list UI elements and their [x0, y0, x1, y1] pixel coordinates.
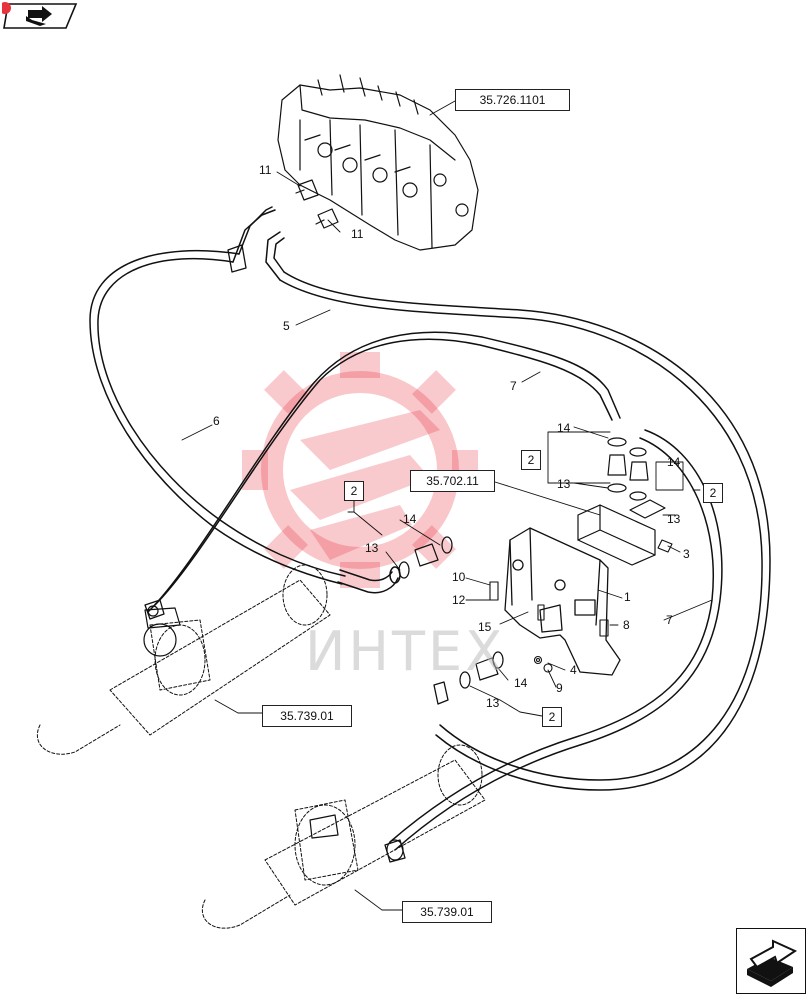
reference-cylinder-upper[interactable]: 35.739.01	[262, 705, 352, 727]
callout-14: 14	[557, 421, 571, 435]
hose-7-upper	[147, 331, 621, 613]
kit-box[interactable]: 2	[344, 481, 364, 501]
leader-lines	[181, 100, 713, 911]
callout-14: 14	[514, 676, 528, 690]
fitting-11-lower	[315, 208, 339, 229]
callout-12: 12	[452, 593, 466, 607]
callout-7: 7	[666, 613, 673, 627]
elbow-hose	[337, 566, 401, 594]
hose-6	[89, 206, 346, 585]
callout-7: 7	[510, 379, 517, 393]
callout-14: 14	[667, 455, 681, 469]
next-page-button[interactable]	[736, 928, 806, 994]
manifold-block	[577, 499, 666, 566]
callout-11: 11	[351, 227, 364, 241]
control-valve	[277, 74, 479, 251]
cylinder-upper-solid	[143, 605, 181, 657]
reference-valve[interactable]: 35.726.1101	[455, 89, 570, 111]
forward-arrow-icon	[747, 939, 798, 987]
watermark-text: ИНТЕХ	[305, 620, 506, 683]
reference-cylinder-lower[interactable]: 35.739.01	[402, 901, 492, 923]
callout-10: 10	[452, 570, 466, 584]
fitting-11-upper	[295, 179, 319, 201]
callout-1: 1	[624, 590, 631, 604]
hose-ends	[144, 244, 449, 863]
cylinder-lower	[202, 744, 486, 929]
callout-14: 14	[403, 512, 417, 526]
callout-4: 4	[570, 663, 577, 677]
callout-13: 13	[365, 541, 379, 555]
callout-13: 13	[486, 696, 500, 710]
callout-15: 15	[478, 620, 492, 634]
callout-6: 6	[213, 414, 220, 428]
callout-13: 13	[557, 477, 571, 491]
callout-5: 5	[283, 319, 290, 333]
back-arrow-icon	[0, 2, 78, 29]
cylinder-upper	[37, 564, 331, 755]
previous-page-button[interactable]	[0, 2, 78, 30]
kit-box[interactable]: 2	[521, 450, 541, 470]
cylinder-lower-solid	[309, 814, 404, 861]
kit-box[interactable]: 2	[542, 707, 562, 727]
callout-3: 3	[683, 547, 690, 561]
fittings-right	[607, 437, 649, 501]
kit-box[interactable]: 2	[703, 483, 723, 503]
hose-5	[265, 231, 771, 791]
callout-11: 11	[259, 163, 272, 177]
bracket-1	[504, 527, 621, 676]
callout-8: 8	[623, 618, 630, 632]
callout-13: 13	[667, 512, 681, 526]
reference-bracket-group[interactable]: 35.702.11	[410, 470, 495, 492]
callout-9: 9	[556, 681, 563, 695]
bolts	[489, 539, 673, 673]
